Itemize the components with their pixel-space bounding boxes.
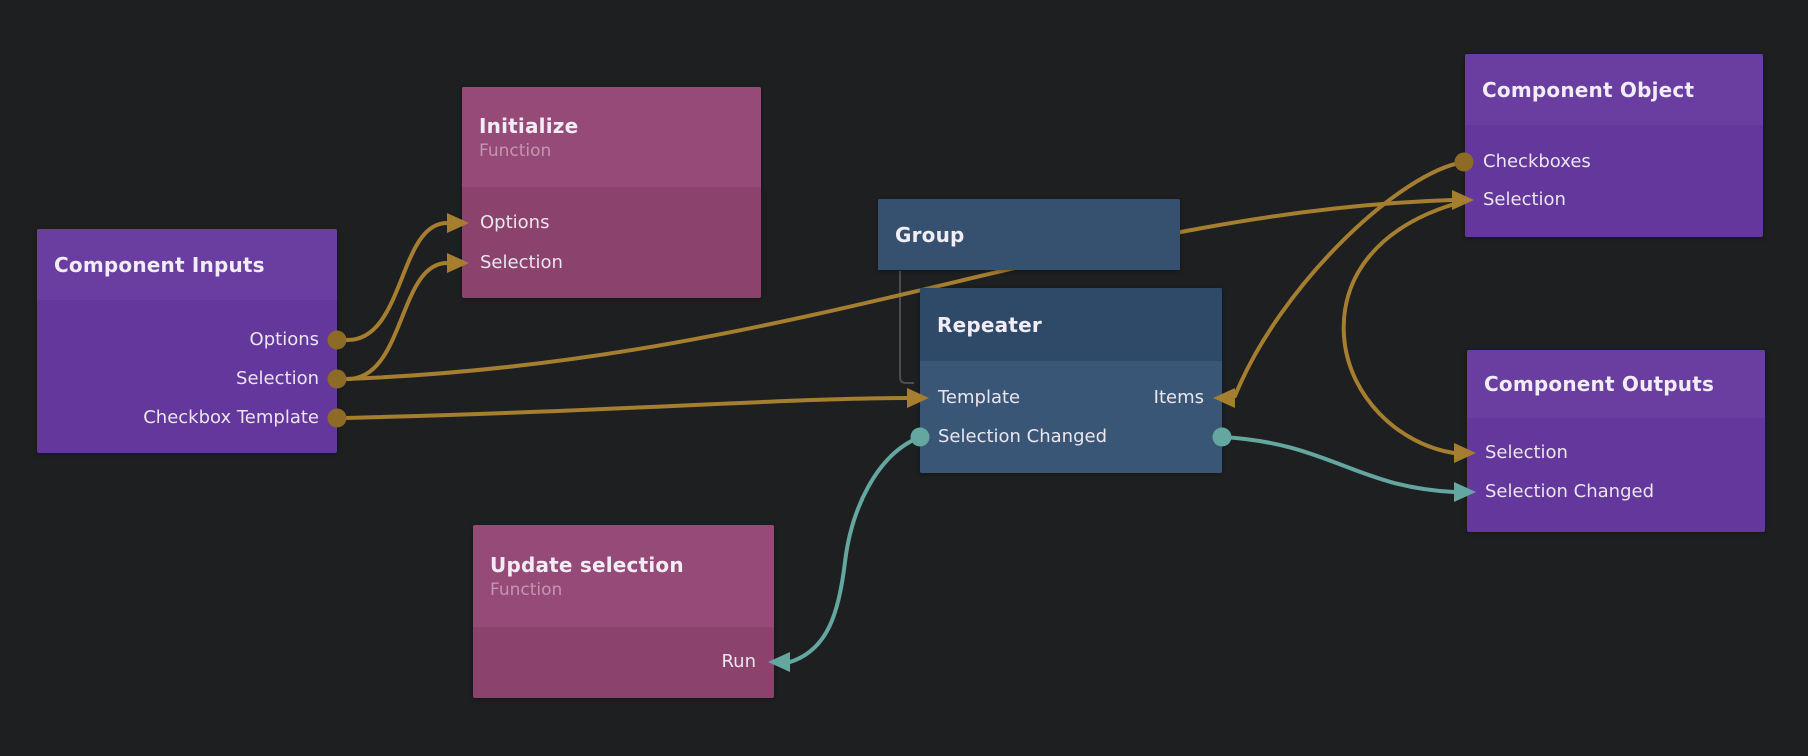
node-subtitle: Function <box>490 579 563 600</box>
node-component-object[interactable]: Component Object Checkboxes Selection <box>1465 54 1763 237</box>
node-component-inputs[interactable]: Component Inputs Options Selection Check… <box>37 229 337 453</box>
node-header: Component Outputs <box>1467 350 1765 418</box>
node-header: Update selection Function <box>473 525 774 627</box>
node-title: Repeater <box>937 312 1042 337</box>
wire-selection-to-initialize[interactable] <box>344 261 449 382</box>
node-subtitle: Function <box>479 140 552 161</box>
node-header: Component Object <box>1465 54 1763 125</box>
node-header: Repeater <box>920 288 1222 361</box>
wire-options-to-initialize[interactable] <box>344 221 449 343</box>
port-selection[interactable]: Selection <box>236 368 319 389</box>
port-template[interactable]: Template <box>938 387 1021 408</box>
port-options[interactable]: Options <box>480 212 550 233</box>
port-selection[interactable]: Selection <box>1483 189 1566 210</box>
wire-object-selection-to-outputs-selection[interactable] <box>1341 199 1467 455</box>
port-selection-changed[interactable]: Selection Changed <box>938 426 1108 447</box>
port-selection[interactable]: Selection <box>480 252 563 273</box>
port-checkboxes[interactable]: Checkboxes <box>1483 151 1591 172</box>
node-title: Component Object <box>1482 77 1695 102</box>
node-title: Group <box>895 222 965 247</box>
port-selection-changed[interactable]: Selection Changed <box>1485 481 1655 502</box>
node-initialize[interactable]: Initialize Function Options Selection <box>462 87 761 298</box>
node-group[interactable]: Group <box>878 199 1180 270</box>
wire-checkbox-template-to-repeater-template[interactable] <box>344 396 909 420</box>
node-title: Update selection <box>490 552 684 577</box>
port-checkbox-template[interactable]: Checkbox Template <box>143 407 319 428</box>
wire-checkboxes-to-repeater-items[interactable] <box>1233 160 1466 398</box>
port-selection[interactable]: Selection <box>1485 442 1568 463</box>
wire-selection-changed-to-run[interactable] <box>788 435 922 664</box>
wire-selection-to-component-object[interactable] <box>344 198 1454 381</box>
node-header: Initialize Function <box>462 87 761 187</box>
hierarchy-line-group-repeater <box>899 271 914 384</box>
node-title: Component Inputs <box>54 252 265 277</box>
port-items[interactable]: Items <box>1153 387 1204 408</box>
node-title: Initialize <box>479 113 579 138</box>
wire-selection-changed-to-outputs[interactable] <box>1220 435 1456 494</box>
node-header: Group <box>878 199 1180 270</box>
port-options[interactable]: Options <box>249 329 319 350</box>
port-run[interactable]: Run <box>721 651 756 672</box>
node-repeater[interactable]: Repeater Template Items Selection Change… <box>920 288 1222 473</box>
node-component-outputs[interactable]: Component Outputs Selection Selection Ch… <box>1467 350 1765 532</box>
node-update-selection[interactable]: Update selection Function Run <box>473 525 774 698</box>
node-header: Component Inputs <box>37 229 337 300</box>
node-title: Component Outputs <box>1484 372 1715 396</box>
